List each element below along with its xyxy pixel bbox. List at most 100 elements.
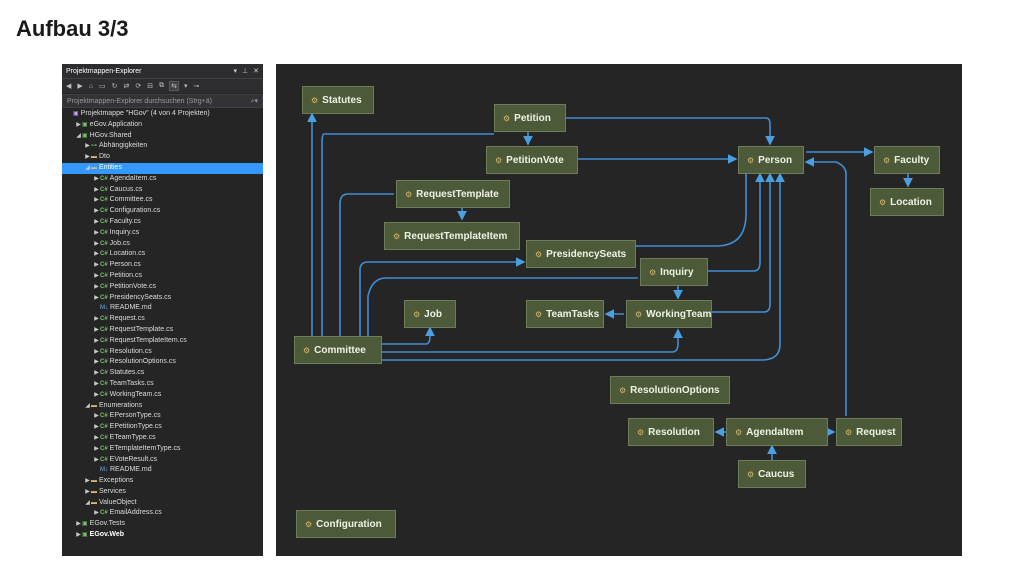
class-node-request[interactable]: ⚙Request — [836, 418, 902, 446]
tree-item[interactable]: ▶C#ETemplateItemType.cs — [62, 444, 263, 455]
expanded-arrow-icon[interactable]: ◢ — [85, 164, 90, 171]
class-node-petitionvote[interactable]: ⚙PetitionVote — [486, 146, 578, 174]
home-icon[interactable]: ⌂ — [88, 82, 94, 90]
collapsed-arrow-icon[interactable]: ▶ — [76, 121, 81, 128]
tree-item[interactable]: ▶▣eGov.Application — [62, 120, 263, 131]
class-node-workingteam[interactable]: ⚙WorkingTeam — [626, 300, 712, 328]
class-node-resolution[interactable]: ⚙Resolution — [628, 418, 714, 446]
collapsed-arrow-icon[interactable]: ▶ — [94, 326, 99, 333]
tree-item[interactable]: ▶C#Inquiry.cs — [62, 228, 263, 239]
collapsed-arrow-icon[interactable]: ▶ — [94, 370, 99, 377]
collapsed-arrow-icon[interactable]: ▶ — [94, 434, 99, 441]
collapsed-arrow-icon[interactable]: ▶ — [94, 456, 99, 463]
tree-item[interactable]: ◢▬ValueObject — [62, 498, 263, 509]
collapsed-arrow-icon[interactable]: ▶ — [94, 445, 99, 452]
tree-item[interactable]: ▶C#Faculty.cs — [62, 217, 263, 228]
collapsed-arrow-icon[interactable]: ▶ — [94, 186, 99, 193]
tree-item[interactable]: ▶C#WorkingTeam.cs — [62, 390, 263, 401]
class-node-presidencyseats[interactable]: ⚙PresidencySeats — [526, 240, 636, 268]
class-node-statutes[interactable]: ⚙Statutes — [302, 86, 374, 114]
collapsed-arrow-icon[interactable]: ▶ — [76, 532, 81, 539]
collapsed-arrow-icon[interactable]: ▶ — [76, 521, 81, 528]
class-node-inquiry[interactable]: ⚙Inquiry — [640, 258, 708, 286]
close-icon[interactable]: ✕ — [253, 68, 259, 75]
collapsed-arrow-icon[interactable]: ▶ — [94, 197, 99, 204]
collapsed-arrow-icon[interactable]: ▶ — [94, 251, 99, 258]
collapsed-arrow-icon[interactable]: ▶ — [94, 175, 99, 182]
expanded-arrow-icon[interactable]: ◢ — [85, 402, 90, 409]
collapsed-arrow-icon[interactable]: ▶ — [85, 143, 90, 150]
preview-icon[interactable]: ▾ — [184, 83, 188, 90]
forward-icon[interactable]: ▶ — [77, 83, 83, 90]
sync-active-document-icon[interactable]: ⇆ — [169, 81, 179, 91]
tree-item[interactable]: ▶C#ETeamType.cs — [62, 433, 263, 444]
tree-item[interactable]: ▶C#RequestTemplateItem.cs — [62, 336, 263, 347]
tree-item[interactable]: ▶▣EGov.Web — [62, 530, 263, 541]
dropdown-icon[interactable]: ▾ — [233, 68, 238, 75]
tree-item[interactable]: ▶C#Job.cs — [62, 239, 263, 250]
class-node-teamtasks[interactable]: ⚙TeamTasks — [526, 300, 604, 328]
tree-item[interactable]: ▶C#AgendaItem.cs — [62, 174, 263, 185]
collapsed-arrow-icon[interactable]: ▶ — [94, 316, 99, 323]
tree-item[interactable]: ▶C#EmailAddress.cs — [62, 508, 263, 519]
pin-icon[interactable]: ⊥ — [242, 68, 249, 75]
tree-item[interactable]: M↓README.md — [62, 465, 263, 476]
tree-item[interactable]: ▶C#Resolution.cs — [62, 347, 263, 358]
back-icon[interactable]: ◀ — [66, 83, 72, 90]
collapsed-arrow-icon[interactable]: ▶ — [94, 262, 99, 269]
class-node-person[interactable]: ⚙Person — [738, 146, 804, 174]
tree-item[interactable]: ▶C#Request.cs — [62, 314, 263, 325]
collapsed-arrow-icon[interactable]: ▶ — [94, 348, 99, 355]
class-node-caucus[interactable]: ⚙Caucus — [738, 460, 806, 488]
tree-item[interactable]: ▶C#Configuration.cs — [62, 206, 263, 217]
search-icon[interactable]: ⌕▾ — [250, 97, 258, 105]
collapsed-arrow-icon[interactable]: ▶ — [94, 413, 99, 420]
refresh-icon[interactable]: ⟳ — [135, 83, 142, 90]
collapsed-arrow-icon[interactable]: ▶ — [94, 359, 99, 366]
class-node-petition[interactable]: ⚙Petition — [494, 104, 566, 132]
tree-item[interactable]: ▶C#RequestTemplate.cs — [62, 325, 263, 336]
collapsed-arrow-icon[interactable]: ▶ — [94, 294, 99, 301]
tree-item[interactable]: ▶C#ResolutionOptions.cs — [62, 357, 263, 368]
tree-item[interactable]: ▣Projektmappe "HGov" (4 von 4 Projekten) — [62, 109, 263, 120]
collapsed-arrow-icon[interactable]: ▶ — [85, 154, 90, 161]
show-all-files-icon[interactable]: ⧉ — [159, 82, 165, 89]
tree-item[interactable]: ▶C#EPersonType.cs — [62, 411, 263, 422]
collapsed-arrow-icon[interactable]: ▶ — [94, 283, 99, 290]
collapsed-arrow-icon[interactable]: ▶ — [94, 424, 99, 431]
class-node-faculty[interactable]: ⚙Faculty — [874, 146, 940, 174]
collapsed-arrow-icon[interactable]: ▶ — [94, 337, 99, 344]
tree-item[interactable]: ◢▬Entities — [62, 162, 263, 174]
tree-item[interactable]: ▶C#TeamTasks.cs — [62, 379, 263, 390]
tree-item[interactable]: ▶C#Committee.cs — [62, 195, 263, 206]
collapsed-arrow-icon[interactable]: ▶ — [85, 478, 90, 485]
class-node-configuration[interactable]: ⚙Configuration — [296, 510, 396, 538]
collapsed-arrow-icon[interactable]: ▶ — [94, 218, 99, 225]
expanded-arrow-icon[interactable]: ◢ — [76, 132, 81, 139]
sync-icon[interactable]: ⇄ — [123, 83, 130, 90]
collapsed-arrow-icon[interactable]: ▶ — [94, 208, 99, 215]
history-icon[interactable]: ↻ — [111, 83, 118, 90]
class-node-requesttemplate[interactable]: ⚙RequestTemplate — [396, 180, 510, 208]
collapsed-arrow-icon[interactable]: ▶ — [94, 229, 99, 236]
class-node-job[interactable]: ⚙Job — [404, 300, 456, 328]
class-node-location[interactable]: ⚙Location — [870, 188, 944, 216]
tree-item[interactable]: ▶▬Exceptions — [62, 476, 263, 487]
collapsed-arrow-icon[interactable]: ▶ — [85, 488, 90, 495]
collapsed-arrow-icon[interactable]: ▶ — [94, 510, 99, 517]
tree-item[interactable]: ▶C#EPetitionType.cs — [62, 422, 263, 433]
collapsed-arrow-icon[interactable]: ▶ — [94, 272, 99, 279]
tree-item[interactable]: ◢▣HGov.Shared — [62, 131, 263, 142]
expanded-arrow-icon[interactable]: ◢ — [85, 499, 90, 506]
class-node-agendaitem[interactable]: ⚙AgendaItem — [726, 418, 828, 446]
tree-item[interactable]: ▶C#Petition.cs — [62, 271, 263, 282]
tree-item[interactable]: ▶C#PresidencySeats.cs — [62, 293, 263, 304]
tree-item[interactable]: ◢▬Enumerations — [62, 401, 263, 412]
tree-item[interactable]: ▶C#Statutes.cs — [62, 368, 263, 379]
tree-item[interactable]: ▶C#Person.cs — [62, 260, 263, 271]
collapsed-arrow-icon[interactable]: ▶ — [94, 240, 99, 247]
tree-item[interactable]: ▶▣EGov.Tests — [62, 519, 263, 530]
tree-item[interactable]: ▶C#Caucus.cs — [62, 185, 263, 196]
class-node-resolutionoptions[interactable]: ⚙ResolutionOptions — [610, 376, 730, 404]
tree-item[interactable]: ▶⊶Abhängigkeiten — [62, 141, 263, 152]
